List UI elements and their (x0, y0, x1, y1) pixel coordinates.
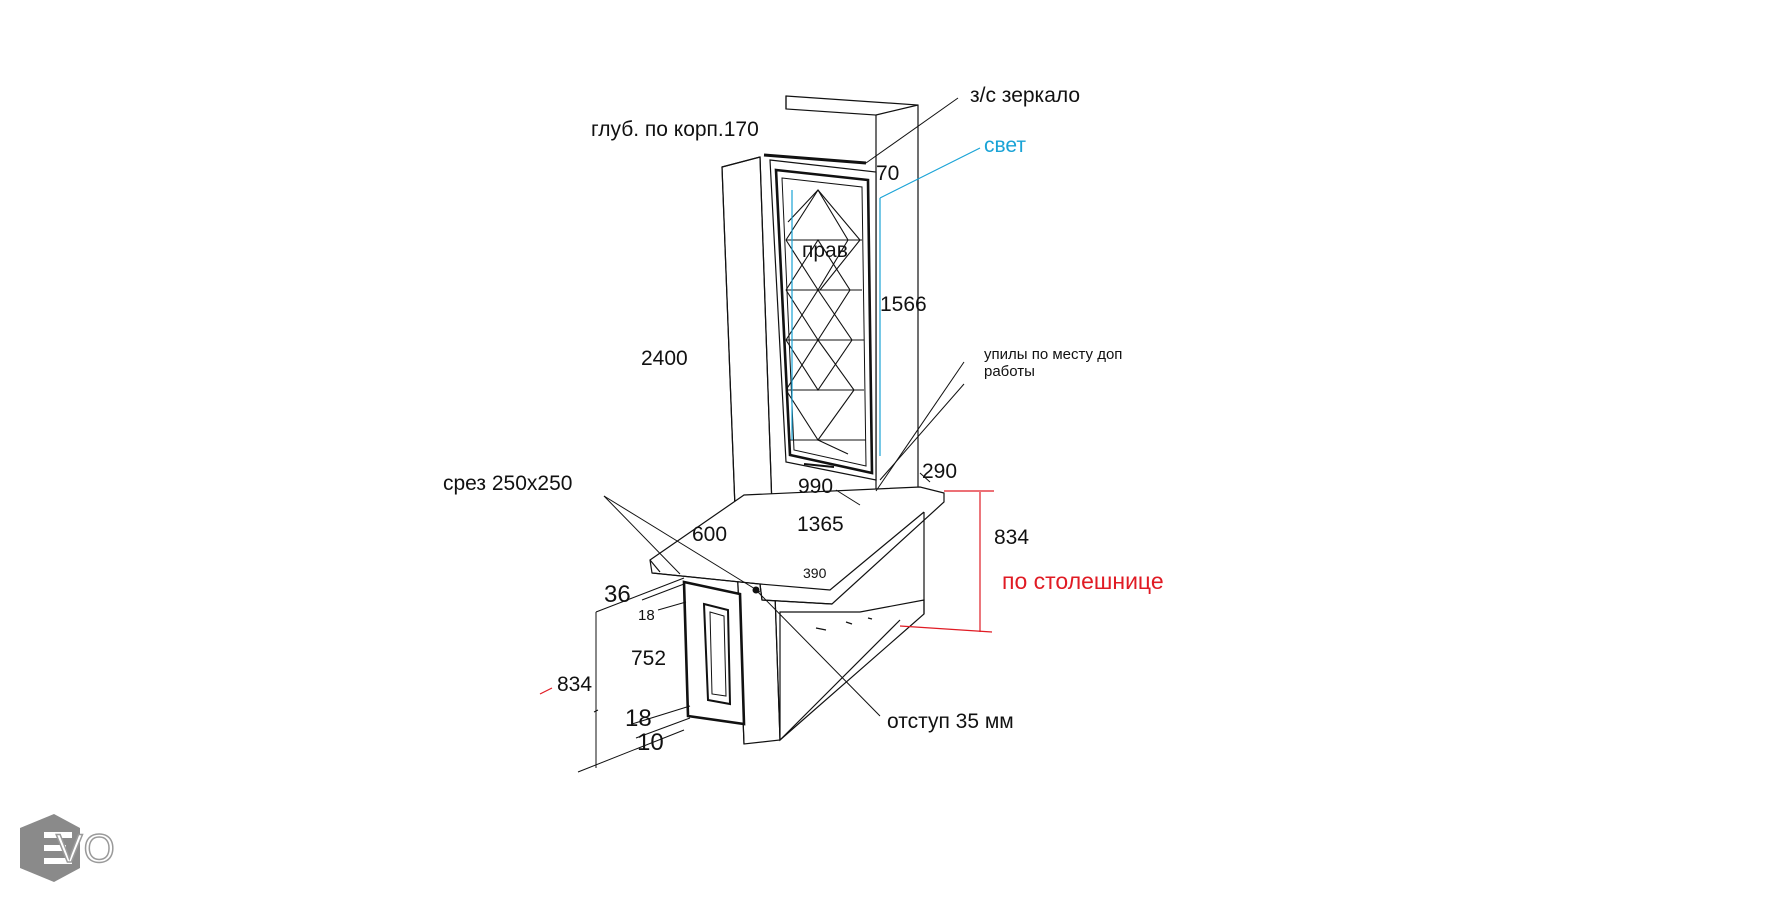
dim-990: 990 (798, 475, 834, 498)
light-lines (791, 147, 981, 456)
dim-1566: 1566 (880, 293, 927, 316)
lower-cabinet (779, 512, 925, 742)
dim-18-top: 18 (638, 607, 655, 624)
door-lattice (785, 188, 866, 455)
logo-text: VO (55, 827, 116, 871)
dim-18-bottom: 18 (625, 705, 652, 732)
dim-834-right: 834 (994, 526, 1030, 549)
mirror-label: з/с зеркало (970, 84, 1081, 107)
depth-label: глуб. по корп.170 (591, 118, 759, 141)
dim-752: 752 (631, 647, 667, 670)
dim-390: 390 (803, 565, 827, 581)
dim-2400: 2400 (641, 347, 688, 370)
worktop (649, 486, 945, 605)
small-door (682, 580, 746, 726)
dim-70: 70 (876, 162, 900, 185)
leader-lines (603, 97, 965, 717)
glass-door-frame (763, 153, 877, 481)
dim-600: 600 (692, 523, 728, 546)
evo-logo-icon (20, 814, 80, 882)
dim-290: 290 (922, 460, 958, 483)
dim-834-left: 834 (557, 673, 593, 696)
right-side-label: прав (802, 239, 848, 262)
dim-1365: 1365 (797, 513, 844, 536)
by-worktop-label: по столешнице (1002, 568, 1164, 594)
left-dimension-lines (577, 577, 691, 773)
dim-10: 10 (637, 729, 664, 756)
offset-label: отступ 35 мм (887, 710, 1014, 733)
cut-label: срез 250x250 (443, 472, 573, 495)
dim-36: 36 (604, 581, 631, 608)
light-label: свет (984, 134, 1027, 157)
worktop-height-dimension (539, 490, 994, 695)
fillers-note: упилы по месту доп работы (984, 346, 1123, 380)
